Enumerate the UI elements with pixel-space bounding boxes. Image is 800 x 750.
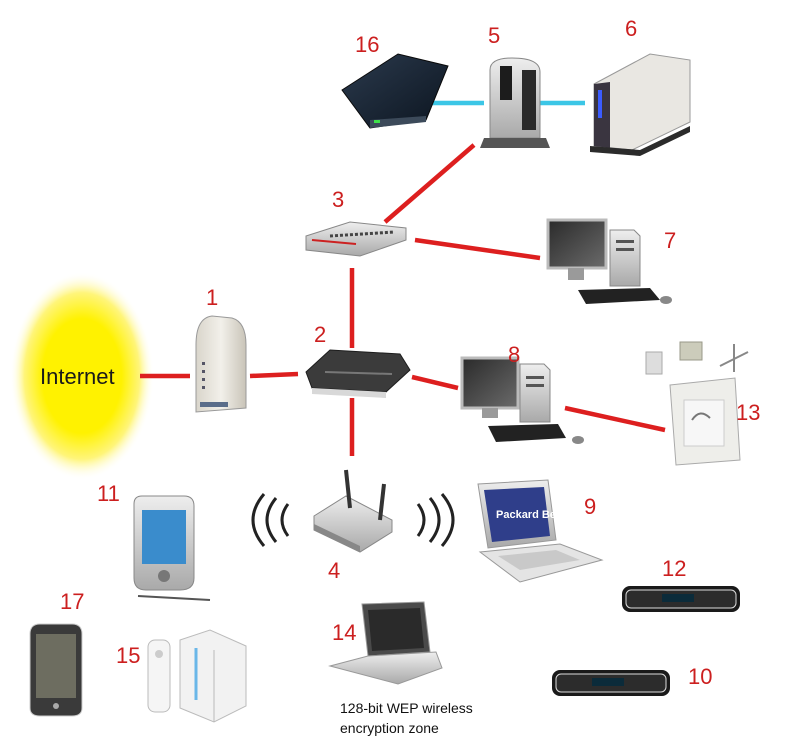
label-6: 6 xyxy=(625,16,637,41)
wireless-zone-note-line1: 128-bit WEP wireless xyxy=(340,700,473,716)
nas-server xyxy=(480,57,550,148)
link-switch-nas xyxy=(383,143,476,224)
external-hard-drive-16 xyxy=(341,53,449,129)
internet-label: Internet xyxy=(40,364,115,389)
wireless-zone-note: 128-bit WEP wireless encryption zone xyxy=(340,700,473,736)
weather-station xyxy=(645,341,749,466)
smartphone xyxy=(29,623,83,717)
laptop-14 xyxy=(328,601,443,685)
label-4: 4 xyxy=(328,558,340,583)
internet-cloud: Internet xyxy=(10,272,154,480)
label-16: 16 xyxy=(355,32,379,57)
media-player-12 xyxy=(622,586,740,612)
device-number-labels: 1 2 3 4 5 6 7 8 9 10 11 12 13 14 15 16 1… xyxy=(60,16,760,689)
label-14: 14 xyxy=(332,620,356,645)
link-switch-desktop7 xyxy=(414,237,541,261)
label-1: 1 xyxy=(206,285,218,310)
wireless-signal-right-icon xyxy=(416,493,455,547)
label-12: 12 xyxy=(662,556,686,581)
label-11: 11 xyxy=(97,481,120,506)
router xyxy=(305,349,411,398)
media-player-10 xyxy=(552,670,670,696)
link-modem-router xyxy=(249,371,299,379)
label-7: 7 xyxy=(664,228,676,253)
network-links xyxy=(140,100,666,456)
pda xyxy=(133,495,211,601)
label-15: 15 xyxy=(116,643,140,668)
link-desktop8-weather xyxy=(564,405,666,433)
wireless-access-point xyxy=(313,469,393,553)
label-17: 17 xyxy=(60,589,84,614)
external-hard-drive-6 xyxy=(590,53,691,156)
label-9: 9 xyxy=(584,494,596,519)
label-8: 8 xyxy=(508,342,520,367)
game-console xyxy=(147,629,247,723)
laptop-9: Packard Bell xyxy=(477,479,604,583)
laptop-brand-label: Packard Bell xyxy=(496,509,562,521)
desktop-computer-7 xyxy=(546,218,672,304)
link-router-desktop8 xyxy=(411,374,459,391)
wireless-zone-note-line2: encryption zone xyxy=(340,720,439,736)
desktop-computer-8 xyxy=(460,356,584,444)
network-switch xyxy=(305,221,407,257)
label-3: 3 xyxy=(332,187,344,212)
label-2: 2 xyxy=(314,322,326,347)
cable-modem xyxy=(195,315,247,413)
label-13: 13 xyxy=(736,400,760,425)
wireless-signal-left-icon xyxy=(251,493,290,547)
label-10: 10 xyxy=(688,664,712,689)
label-5: 5 xyxy=(488,23,500,48)
